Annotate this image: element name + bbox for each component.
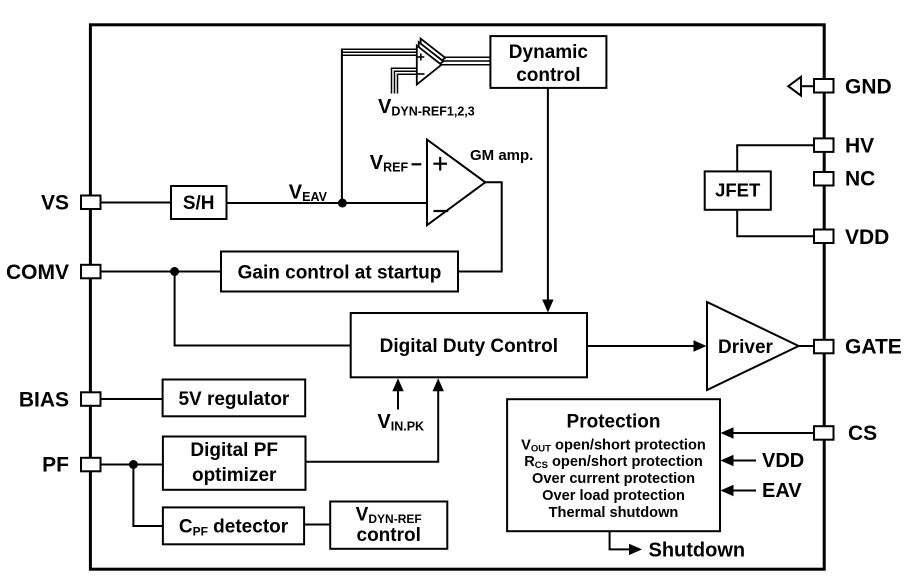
svg-text:COMV: COMV — [6, 261, 69, 284]
svg-text:Protection: Protection — [567, 412, 661, 433]
svg-text:VS: VS — [41, 192, 69, 215]
svg-text:control: control — [357, 525, 421, 546]
svg-text:VDD: VDD — [845, 226, 889, 249]
svg-text:RCS open/short protection: RCS open/short protection — [524, 454, 703, 471]
svg-text:Dynamic: Dynamic — [509, 42, 589, 63]
svg-text:Over current protection: Over current protection — [532, 471, 695, 487]
svg-text:GND: GND — [845, 76, 892, 99]
svg-text:PF: PF — [42, 454, 69, 477]
svg-text:Shutdown: Shutdown — [649, 540, 746, 562]
svg-text:Digital Duty Control: Digital Duty Control — [380, 336, 558, 357]
svg-text:NC: NC — [845, 168, 875, 191]
svg-text:Digital PF: Digital PF — [190, 440, 278, 461]
svg-text:GM amp.: GM amp. — [470, 147, 533, 164]
svg-text:CS: CS — [848, 422, 877, 445]
svg-text:BIAS: BIAS — [19, 389, 69, 412]
svg-text:Driver: Driver — [718, 337, 774, 358]
svg-text:Thermal shutdown: Thermal shutdown — [549, 505, 679, 521]
svg-text:GATE: GATE — [845, 336, 902, 359]
svg-text:control: control — [516, 65, 580, 86]
svg-text:S/H: S/H — [183, 193, 215, 214]
svg-text:optimizer: optimizer — [192, 465, 277, 486]
svg-text:HV: HV — [845, 135, 874, 158]
svg-text:Gain control at startup: Gain control at startup — [238, 262, 442, 283]
svg-text:JFET: JFET — [715, 180, 761, 201]
svg-text:EAV: EAV — [762, 480, 802, 502]
svg-text:VDD: VDD — [762, 450, 804, 472]
svg-text:VOUT open/short protection: VOUT open/short protection — [521, 437, 706, 454]
svg-text:Over load protection: Over load protection — [542, 488, 685, 504]
svg-text:5V regulator: 5V regulator — [178, 389, 289, 410]
